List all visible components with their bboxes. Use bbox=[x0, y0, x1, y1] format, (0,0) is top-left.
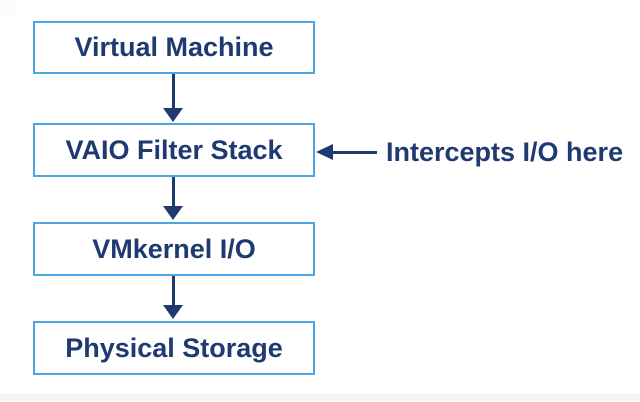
node-physical-storage: Physical Storage bbox=[33, 321, 315, 375]
node-label: Physical Storage bbox=[65, 332, 283, 363]
flow-arrow-2-down-arrow-icon bbox=[163, 206, 183, 220]
flow-arrow-2-line bbox=[172, 177, 175, 206]
corner-artifact bbox=[0, 0, 15, 15]
node-vaio-filter-stack: VAIO Filter Stack bbox=[33, 123, 315, 177]
flow-arrow-3-line bbox=[172, 276, 175, 305]
flow-arrow-1-line bbox=[172, 74, 175, 108]
node-virtual-machine: Virtual Machine bbox=[33, 21, 315, 74]
annotation-arrow-line bbox=[333, 151, 377, 154]
annotation-left-arrow-icon bbox=[316, 144, 333, 160]
flow-arrow-3-down-arrow-icon bbox=[163, 305, 183, 319]
bottom-edge-band bbox=[0, 394, 640, 401]
flow-arrow-1-down-arrow-icon bbox=[163, 108, 183, 122]
annotation-label: Intercepts I/O here bbox=[386, 137, 624, 167]
node-label: Virtual Machine bbox=[74, 32, 274, 62]
node-label: VAIO Filter Stack bbox=[65, 134, 283, 165]
node-label: VMkernel I/O bbox=[92, 233, 256, 264]
node-vmkernel-io: VMkernel I/O bbox=[33, 222, 315, 276]
